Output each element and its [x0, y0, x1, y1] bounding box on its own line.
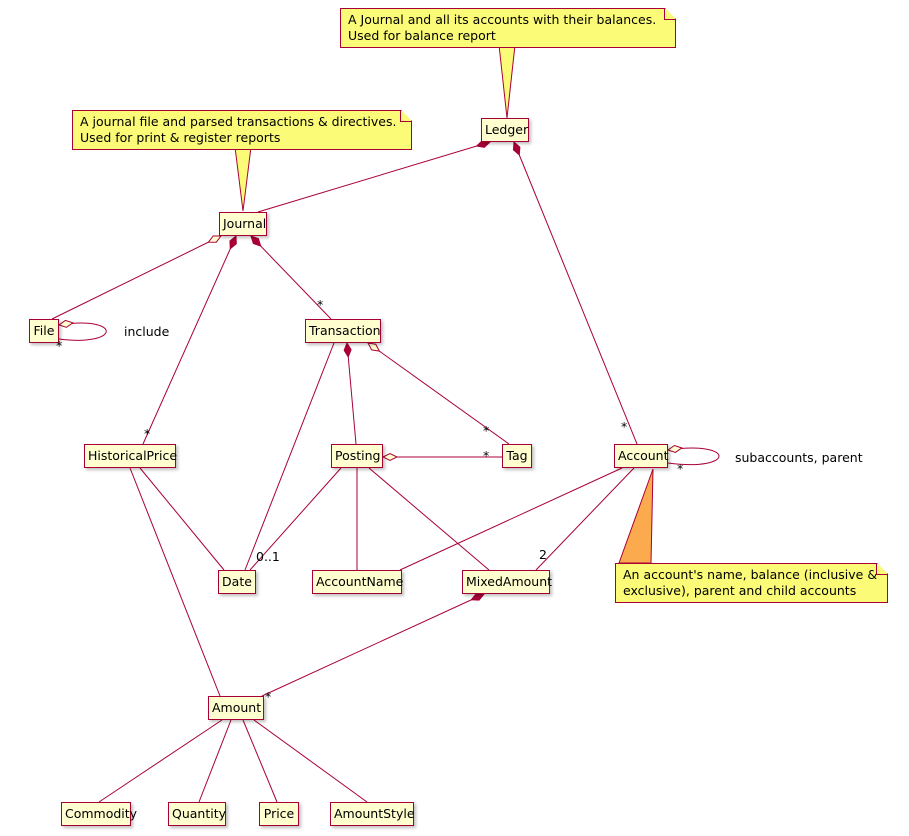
edge-transaction-posting-composition [347, 343, 357, 445]
label-account-self: subaccounts, parent [735, 450, 863, 465]
note-journal-text: A journal file and parsed transactions &… [80, 114, 397, 145]
class-tag: Tag [502, 444, 532, 468]
edge-historicalprice-amount-association [129, 467, 221, 697]
edge-amount-price-association [242, 719, 278, 803]
class-ledger: Ledger [481, 118, 529, 142]
edge-journal-historicalprice-composition [142, 236, 236, 445]
class-mixedamount: MixedAmount [462, 570, 552, 594]
edge-amount-quantity-association [198, 719, 232, 803]
class-journal: Journal [219, 212, 267, 236]
edge-journal-transaction-composition [251, 236, 332, 320]
multiplicity-file-include: * [56, 338, 63, 353]
multiplicity-mixedamount-amount: * [265, 689, 272, 704]
edge-historicalprice-date-association [139, 467, 225, 571]
edge-account-mixedamount-association [535, 467, 635, 571]
note-ledger: A Journal and all its accounts with thei… [340, 8, 676, 48]
class-price: Price [259, 802, 299, 826]
class-file: File [29, 319, 59, 343]
edge-ledger-account-composition [514, 142, 638, 445]
class-account: Account [614, 444, 668, 468]
note-account-text: An account's name, balance (inclusive & … [623, 567, 878, 598]
multiplicity-journal-historicalprice: * [144, 426, 151, 441]
note-journal: A journal file and parsed transactions &… [72, 110, 412, 150]
class-commodity: Commodity [61, 802, 137, 826]
class-amountstyle: AmountStyle [330, 802, 415, 826]
multiplicity-ledger-account: * [621, 419, 628, 434]
note-pointer-journal [234, 146, 252, 212]
edge-account-accountname-association [399, 467, 623, 571]
edge-account-self-loop [668, 448, 720, 466]
class-historicalprice: HistoricalPrice [84, 444, 177, 468]
note-account: An account's name, balance (inclusive & … [615, 563, 888, 603]
multiplicity-journal-transaction: * [317, 297, 324, 312]
edge-posting-date-association [249, 467, 342, 571]
multiplicity-account-self: * [677, 461, 684, 476]
class-posting: Posting [331, 444, 383, 468]
note-fold-icon [876, 564, 887, 575]
edge-amount-commodity-association [98, 719, 223, 803]
edge-posting-mixedamount-association [368, 467, 490, 571]
class-transaction: Transaction [305, 319, 381, 343]
note-ledger-text: A Journal and all its accounts with thei… [348, 12, 657, 43]
multiplicity-account-mixedamount: 2 [539, 547, 547, 562]
edge-ledger-journal-composition [257, 142, 490, 213]
edge-file-include-self-loop [59, 323, 107, 341]
multiplicity-posting-tag: * [483, 448, 490, 463]
edge-journal-file-aggregation [51, 236, 221, 320]
class-quantity: Quantity [168, 802, 226, 826]
class-amount: Amount [208, 696, 264, 720]
edge-transaction-date-association [244, 342, 335, 571]
note-fold-icon [664, 9, 675, 20]
class-date: Date [218, 570, 256, 594]
edge-amount-amountstyle-association [253, 719, 368, 803]
edge-mixedamount-amount-composition [261, 594, 484, 697]
edge-transaction-tag-aggregation [368, 343, 510, 445]
multiplicity-transaction-tag: * [483, 423, 490, 438]
note-pointer-account [618, 468, 654, 564]
note-fold-icon [400, 111, 411, 122]
label-file-include: include [124, 324, 170, 339]
multiplicity-posting-date: 0..1 [256, 549, 280, 564]
note-pointer-ledger [498, 44, 516, 119]
class-accountname: AccountName [312, 570, 403, 594]
